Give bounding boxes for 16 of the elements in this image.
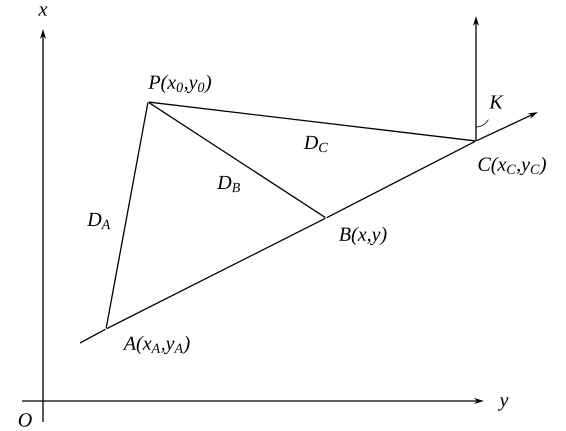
point-label: C(x$_{C}$,y$_{C}$) — [478, 156, 546, 176]
angle-label: K — [489, 95, 504, 109]
edge-label: D$_{B}$ — [217, 176, 240, 192]
axis-label: x — [38, 6, 48, 16]
point-label: A(x$_{A}$,y$_{A}$) — [122, 336, 190, 354]
edge-label: D$_{C}$ — [304, 136, 328, 152]
axis-label: O — [18, 413, 32, 427]
axis-label: y — [498, 397, 508, 411]
point-label: P(x$_{0}$,y$_{0}$) — [148, 74, 212, 94]
point-label: B(x,y) — [339, 226, 387, 246]
line — [105, 102, 149, 328]
line — [326, 140, 476, 218]
line — [148, 101, 476, 142]
line — [79, 218, 326, 344]
line — [148, 102, 326, 218]
edge-label: D$_{A}$ — [87, 212, 110, 230]
